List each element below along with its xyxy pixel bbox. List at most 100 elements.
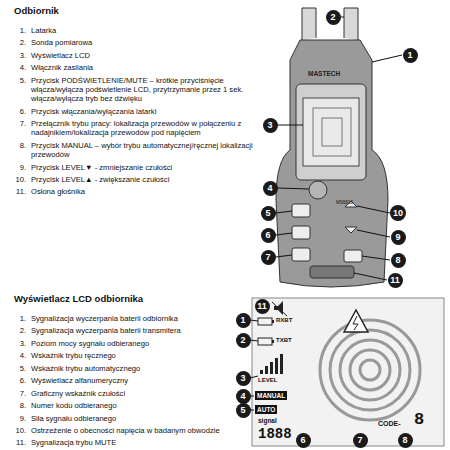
list-row: 8.Przycisk MANUAL – wybór trybu automaty…	[12, 141, 256, 160]
callout-circle: 4	[263, 181, 278, 196]
item-number: 5.	[12, 76, 31, 104]
lcd-text: CODE-	[378, 420, 401, 428]
item-text: Sygnalizacja trybu MUTE	[31, 438, 238, 447]
lcd-text: RXBT	[276, 317, 292, 324]
item-number: 8.	[12, 401, 31, 410]
mode-box: AUTO	[255, 405, 277, 414]
callout-circle: 2	[236, 333, 251, 348]
callout-number: 4	[267, 183, 272, 193]
callout-circle: 2	[326, 10, 341, 25]
list-row: 2.Sonda pomiarowa	[12, 38, 256, 47]
item-number: 3.	[12, 51, 31, 60]
item-number: 1.	[12, 26, 31, 35]
item-text: Przełącznik trybu pracy: lokalizacja prz…	[31, 119, 256, 138]
callout-circle: 11	[255, 299, 270, 314]
receiver-device	[276, 8, 388, 287]
item-text: Osłona głośnika	[31, 187, 256, 196]
item-number: 10.	[12, 175, 31, 184]
lcd-text: LEVEL	[258, 377, 277, 384]
callout-circle: 9	[391, 230, 406, 245]
item-number: 4.	[12, 351, 31, 360]
list-row: 10.Ostrzeżenie o obecności napięcia w ba…	[12, 426, 238, 435]
callout-number: 5	[240, 405, 245, 415]
mode-text: AUTO	[257, 406, 275, 413]
callout-number: 2	[240, 335, 245, 345]
callout-number: 7	[265, 252, 270, 262]
list-row: 5.Przycisk PODŚWIETLENIE/MUTE – krótkie …	[12, 76, 256, 104]
item-number: 1.	[12, 314, 31, 323]
item-text: Sonda pomiarowa	[31, 38, 256, 47]
callout-number: 8	[395, 255, 400, 265]
lcd-text: MS6818	[336, 200, 353, 205]
item-number: 4.	[12, 63, 31, 72]
callout-circle: 1	[403, 48, 418, 63]
lcd-text: 8	[414, 410, 424, 430]
callout-number: 4	[240, 391, 245, 401]
list-row: 5.Wskaźnik trybu automatycznego	[12, 364, 238, 373]
callout-circle: 8	[398, 433, 413, 448]
item-number: 2.	[12, 326, 31, 335]
item-number: 8.	[12, 141, 31, 160]
item-number: 3.	[12, 339, 31, 348]
callout-number: 11	[390, 275, 400, 285]
callout-circle: 6	[261, 228, 276, 243]
item-text: Numer kodu odbieranego	[31, 401, 238, 410]
lcd-text: 1888	[258, 426, 292, 442]
list-row: 2.Sygnalizacja wyczerpania baterii trans…	[12, 326, 238, 335]
callout-number: 10	[393, 208, 403, 218]
list-row: 1.Sygnalizacja wyczerpania baterii odbio…	[12, 314, 238, 323]
list-row: 9.Siła sygnału odbieranego	[12, 414, 238, 423]
callout-number: 9	[395, 232, 400, 242]
callout-number: 3	[240, 373, 245, 383]
list-row: 4.Włącznik zasilania	[12, 63, 256, 72]
list-row: 4.Wskaźnik trybu ręcznego	[12, 351, 238, 360]
item-text: Wskaźnik trybu ręcznego	[31, 351, 238, 360]
item-number: 11.	[12, 187, 31, 196]
list-row: 1.Latarka	[12, 26, 256, 35]
item-number: 6.	[12, 376, 31, 385]
item-number: 6.	[12, 107, 31, 116]
list-row: 7.Przełącznik trybu pracy: lokalizacja p…	[12, 119, 256, 138]
callout-circle: 5	[261, 206, 276, 221]
callout-number: 7	[357, 435, 362, 445]
callout-number: 6	[265, 230, 270, 240]
parts-list: 1.Sygnalizacja wyczerpania baterii odbio…	[12, 314, 238, 450]
item-number: 10.	[12, 426, 31, 435]
callout-circle: 4	[236, 389, 251, 404]
lcd-text: MASTECH	[308, 70, 340, 77]
item-text: Włącznik zasilania	[31, 63, 256, 72]
item-number: 9.	[12, 414, 31, 423]
item-text: Przycisk PODŚWIETLENIE/MUTE – krótkie pr…	[31, 76, 256, 104]
callout-number: 1	[240, 315, 245, 325]
callout-number: 1	[407, 50, 412, 60]
callout-number: 2	[330, 12, 335, 22]
item-text: Latarka	[31, 26, 256, 35]
list-row: 6.Przycisk włączania/wyłączania latarki	[12, 107, 256, 116]
callout-circle: 1	[236, 313, 251, 328]
item-text: Przycisk włączania/wyłączania latarki	[31, 107, 256, 116]
item-number: 7.	[12, 119, 31, 138]
callout-circle: 7	[353, 433, 368, 448]
item-text: Sygnalizacja wyczerpania baterii odbiorn…	[31, 314, 238, 323]
item-number: 9.	[12, 163, 31, 172]
list-row: 9.Przycisk LEVEL▼ - zmniejszanie czułośc…	[12, 163, 256, 172]
item-text: Wyświetlacz alfanumeryczny	[31, 376, 238, 385]
callout-number: 8	[402, 435, 407, 445]
item-number: 5.	[12, 364, 31, 373]
item-text: Graficzny wskaźnik czułości	[31, 389, 238, 398]
item-text: Ostrzeżenie o obecności napięcia w badan…	[31, 426, 238, 435]
item-text: Przycisk LEVEL▲ - zwiększanie czułości	[31, 175, 256, 184]
list-row: 3.Poziom mocy sygnału odbieranego	[12, 339, 238, 348]
section-title: Odbiornik	[14, 6, 59, 17]
item-text: Sygnalizacja wyczerpania baterii transmi…	[31, 326, 238, 335]
callout-circle: 5	[236, 403, 251, 418]
callout-number: 5	[265, 208, 270, 218]
list-row: 6.Wyświetlacz alfanumeryczny	[12, 376, 238, 385]
list-row: 8.Numer kodu odbieranego	[12, 401, 238, 410]
list-row: 10.Przycisk LEVEL▲ - zwiększanie czułośc…	[12, 175, 256, 184]
callout-circle: 11	[388, 273, 403, 288]
list-row: 3.Wyświetlacz LCD	[12, 51, 256, 60]
callout-circle: 7	[261, 250, 276, 265]
item-text: Siła sygnału odbieranego	[31, 414, 238, 423]
list-row: 11.Osłona głośnika	[12, 187, 256, 196]
